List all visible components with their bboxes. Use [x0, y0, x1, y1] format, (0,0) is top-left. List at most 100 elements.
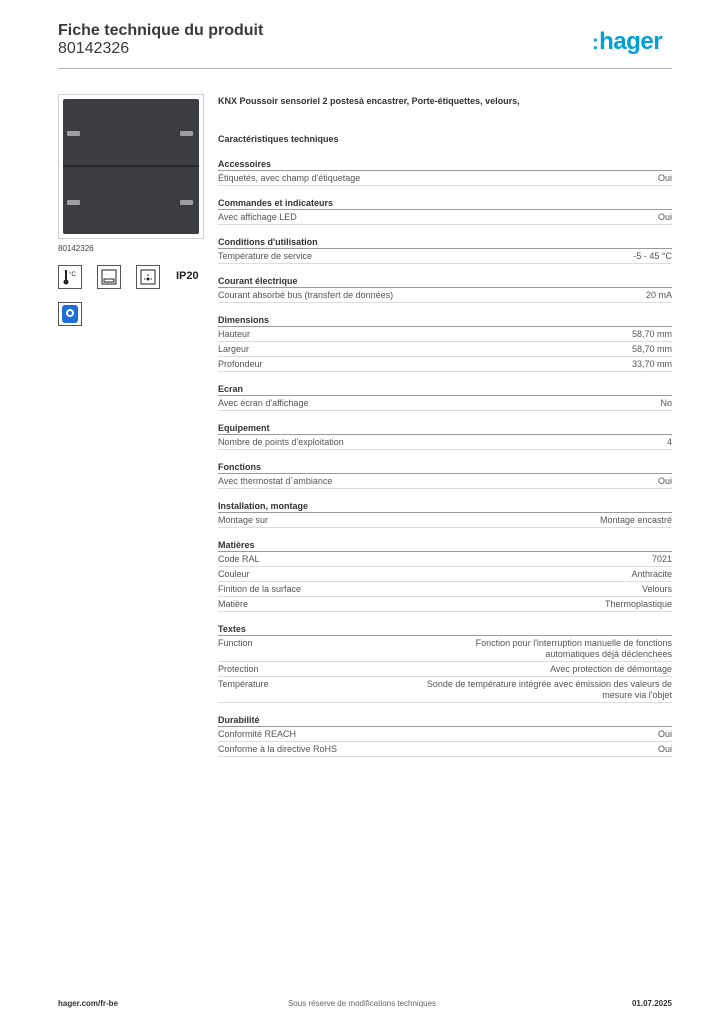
spec-label: Finition de la surface: [218, 583, 302, 594]
spec-value: 58,70 mm: [631, 343, 672, 354]
spec-value: 33,70 mm: [631, 358, 672, 369]
spec-label: Function: [218, 637, 253, 648]
panel-split-line: [63, 165, 199, 167]
section-title: Courant électrique: [218, 275, 672, 288]
spec-label: Hauteur: [218, 328, 251, 339]
label-holder-icon: [97, 265, 121, 289]
spec-value: 58,70 mm: [631, 328, 672, 339]
spec-label: Largeur: [218, 343, 250, 354]
section-title: Installation, montage: [218, 500, 672, 513]
spec-row: Avec affichage LED Oui: [218, 210, 672, 225]
spec-value: Montage encastré: [599, 514, 672, 525]
section-title: Fonctions: [218, 461, 672, 474]
spec-row: Montage sur Montage encastré: [218, 513, 672, 528]
spec-label: Code RAL: [218, 553, 260, 564]
spec-value: Oui: [657, 475, 672, 486]
page-title: Fiche technique du produit: [58, 22, 264, 39]
spec-row: Protection Avec protection de démontage: [218, 662, 672, 677]
app-icon: [58, 302, 82, 326]
spec-row: Étiquetés, avec champ d'étiquetage Oui: [218, 171, 672, 186]
spec-label: Température: [218, 678, 269, 689]
spec-row: Couleur Anthracite: [218, 567, 672, 582]
spec-value: 7021: [651, 553, 672, 564]
spec-row: Courant absorbé bus (transfert de donnée…: [218, 288, 672, 303]
spec-content: KNX Poussoir sensoriel 2 postesà encastr…: [218, 96, 672, 768]
spec-value: Oui: [657, 172, 672, 183]
spec-label: Conformité REACH: [218, 728, 297, 739]
led-indicator: [67, 200, 80, 205]
spec-label: Montage sur: [218, 514, 269, 525]
spec-row: Code RAL 7021: [218, 552, 672, 567]
spec-row: Conforme à la directive RoHS Oui: [218, 742, 672, 757]
spec-value: Thermoplastique: [604, 598, 672, 609]
section-title: Commandes et indicateurs: [218, 197, 672, 210]
led-indicator: [180, 200, 193, 205]
header-divider: [58, 68, 672, 69]
spec-value: Anthracite: [631, 568, 672, 579]
spec-row: Finition de la surface Velours: [218, 582, 672, 597]
spec-row: Avec thermostat d´ambiance Oui: [218, 474, 672, 489]
spec-row: Hauteur 58,70 mm: [218, 327, 672, 342]
spec-value: -5 - 45 °C: [633, 250, 672, 261]
photo-caption: 80142326: [58, 244, 94, 253]
spec-value: Oui: [657, 211, 672, 222]
logo-dots: :: [592, 32, 599, 54]
spec-label: Avec affichage LED: [218, 211, 297, 222]
section-title: Accessoires: [218, 158, 672, 171]
spec-label: Température de service: [218, 250, 313, 261]
product-name: KNX Poussoir sensoriel 2 postesà encastr…: [218, 96, 520, 106]
section-title: Dimensions: [218, 314, 672, 327]
spec-value: Sonde de température intégrée avec émiss…: [426, 678, 672, 700]
spec-label: Conforme à la directive RoHS: [218, 743, 338, 754]
spec-value: Oui: [657, 728, 672, 739]
specs-heading: Caractéristiques techniques: [218, 134, 339, 144]
spec-label: Protection: [218, 663, 259, 674]
spec-value: Oui: [657, 743, 672, 754]
spec-value: 20 mA: [645, 289, 672, 300]
spec-label: Matière: [218, 598, 249, 609]
logo-text: hager: [599, 28, 663, 55]
section-title: Equipement: [218, 422, 672, 435]
spec-value: Velours: [641, 583, 672, 594]
footer-disclaimer: Sous réserve de modifications techniques: [287, 999, 437, 1008]
spec-row: Largeur 58,70 mm: [218, 342, 672, 357]
section-title: Durabilité: [218, 714, 672, 727]
led-display-icon: [136, 265, 160, 289]
spec-label: Étiquetés, avec champ d'étiquetage: [218, 172, 361, 183]
product-photo: [58, 94, 204, 239]
spec-label: Couleur: [218, 568, 250, 579]
spec-label: Avec thermostat d´ambiance: [218, 475, 333, 486]
spec-row: Température de service -5 - 45 °C: [218, 249, 672, 264]
svg-text:°C: °C: [69, 272, 76, 278]
spec-row: Température Sonde de température intégrée…: [218, 677, 672, 703]
spec-label: Nombre de points d'exploitation: [218, 436, 344, 447]
hager-logo: :hager: [592, 28, 663, 56]
footer-date: 01.07.2025: [631, 999, 672, 1008]
ip20-icon: IP20: [176, 270, 199, 282]
spec-value: Avec protection de démontage: [550, 663, 672, 674]
spec-row: Conformité REACH Oui: [218, 727, 672, 742]
app-icon-badge: [62, 305, 78, 323]
spec-row: Nombre de points d'exploitation 4: [218, 435, 672, 450]
spec-label: Avec écran d'affichage: [218, 397, 309, 408]
spec-value: 4: [666, 436, 672, 447]
section-title: Conditions d'utilisation: [218, 236, 672, 249]
section-title: Textes: [218, 623, 672, 636]
thermometer-celsius-icon: °C: [58, 265, 82, 289]
footer-website-link[interactable]: hager.com/fr-be: [58, 999, 119, 1008]
